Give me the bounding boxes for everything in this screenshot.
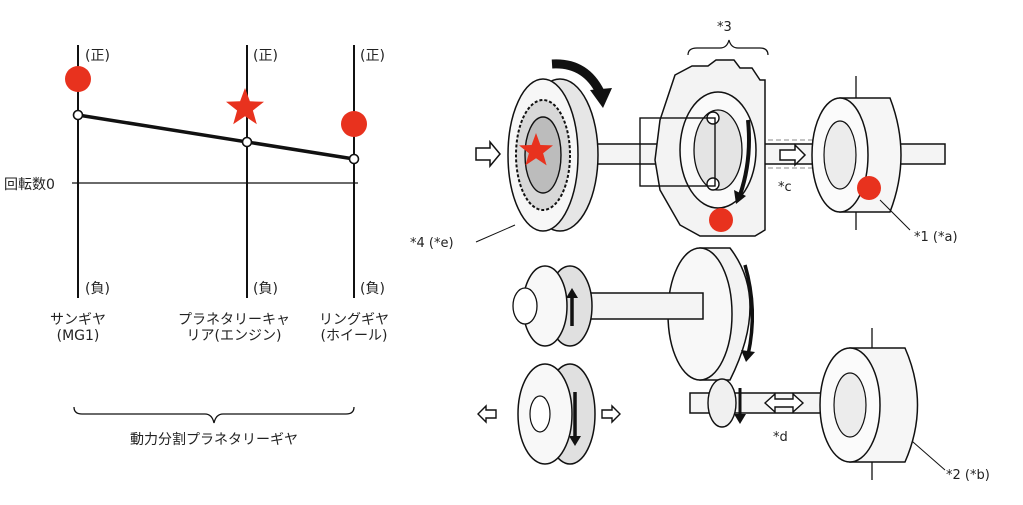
ring-gear-point — [348, 153, 360, 165]
ring-gear-marker-dot — [709, 208, 733, 232]
rotation-arrow-icon — [551, 59, 605, 95]
ring-rotation-arrowhead — [734, 190, 746, 204]
callout-d: *d — [773, 430, 788, 445]
zero-speed-label: 回転数0 — [4, 177, 55, 193]
axle-left-arrow-icon — [477, 404, 497, 424]
shaft-arrow-d-icon — [763, 392, 805, 414]
callout-4: *4 (*e) — [410, 236, 454, 251]
carrier-star-marker — [226, 88, 264, 125]
callout-c: *c — [778, 180, 792, 195]
carrier-point — [241, 136, 253, 148]
nomograph — [65, 45, 367, 424]
carrier-label-1: プラネタリーキャ — [178, 312, 290, 328]
counter-gear-arrowhead — [566, 288, 578, 298]
mg2-pinion-arrowhead — [734, 414, 746, 424]
counter-drive-arrowhead — [741, 350, 755, 362]
axle-right-arrow-icon — [601, 404, 621, 424]
carrier-plate — [693, 109, 743, 191]
sun-positive-label: (正) — [85, 48, 110, 64]
counter-gear-hub — [512, 287, 538, 325]
group-brace — [73, 406, 355, 424]
mg2-pinion — [707, 378, 737, 428]
ring-gear-label-2: (ホイール) — [320, 328, 388, 344]
power-split-label: 動力分割プラネタリーギヤ — [130, 432, 298, 448]
mg1-marker — [857, 176, 881, 200]
leader-4 — [475, 224, 516, 243]
ring-rotation-arrow — [738, 119, 751, 196]
sun-gear-label-2: (MG1) — [56, 328, 100, 344]
pinion-gear-bottom — [706, 177, 720, 191]
input-arrow-icon — [475, 139, 501, 169]
callout-3: *3 — [717, 20, 732, 35]
mg1-motor-inner — [823, 120, 857, 190]
ring-positive-label: (正) — [360, 48, 385, 64]
rotation-arrowhead-icon — [590, 88, 612, 108]
sun-gear-star-marker — [519, 133, 553, 166]
diff-gear-hub — [529, 395, 551, 433]
diff-gear-arrowhead — [569, 436, 581, 446]
sun-gear-label-1: サンギヤ — [50, 312, 106, 328]
carrier-positive-label: (正) — [253, 48, 278, 64]
carrier-label-2: リア(エンジン) — [186, 328, 282, 344]
shaft-arrow-c-icon — [779, 143, 807, 167]
callout-2: *2 (*b) — [946, 468, 990, 483]
leader-1 — [879, 199, 911, 231]
carrier-frame — [639, 117, 716, 187]
sun-gear-marker — [65, 66, 91, 92]
speed-line — [77, 113, 355, 161]
ring-gear-label-1: リングギヤ — [319, 312, 389, 328]
sun-negative-label: (負) — [85, 281, 110, 297]
ring-negative-label: (負) — [360, 281, 385, 297]
mg2-motor-inner — [833, 372, 867, 438]
mechanism — [475, 39, 946, 480]
callout-brace-3 — [687, 39, 769, 56]
carrier-negative-label: (負) — [253, 281, 278, 297]
counter-drive-arrow — [743, 264, 755, 356]
callout-1: *1 (*a) — [914, 230, 958, 245]
ring-gear-marker — [341, 111, 367, 137]
sun-gear-point — [72, 109, 84, 121]
